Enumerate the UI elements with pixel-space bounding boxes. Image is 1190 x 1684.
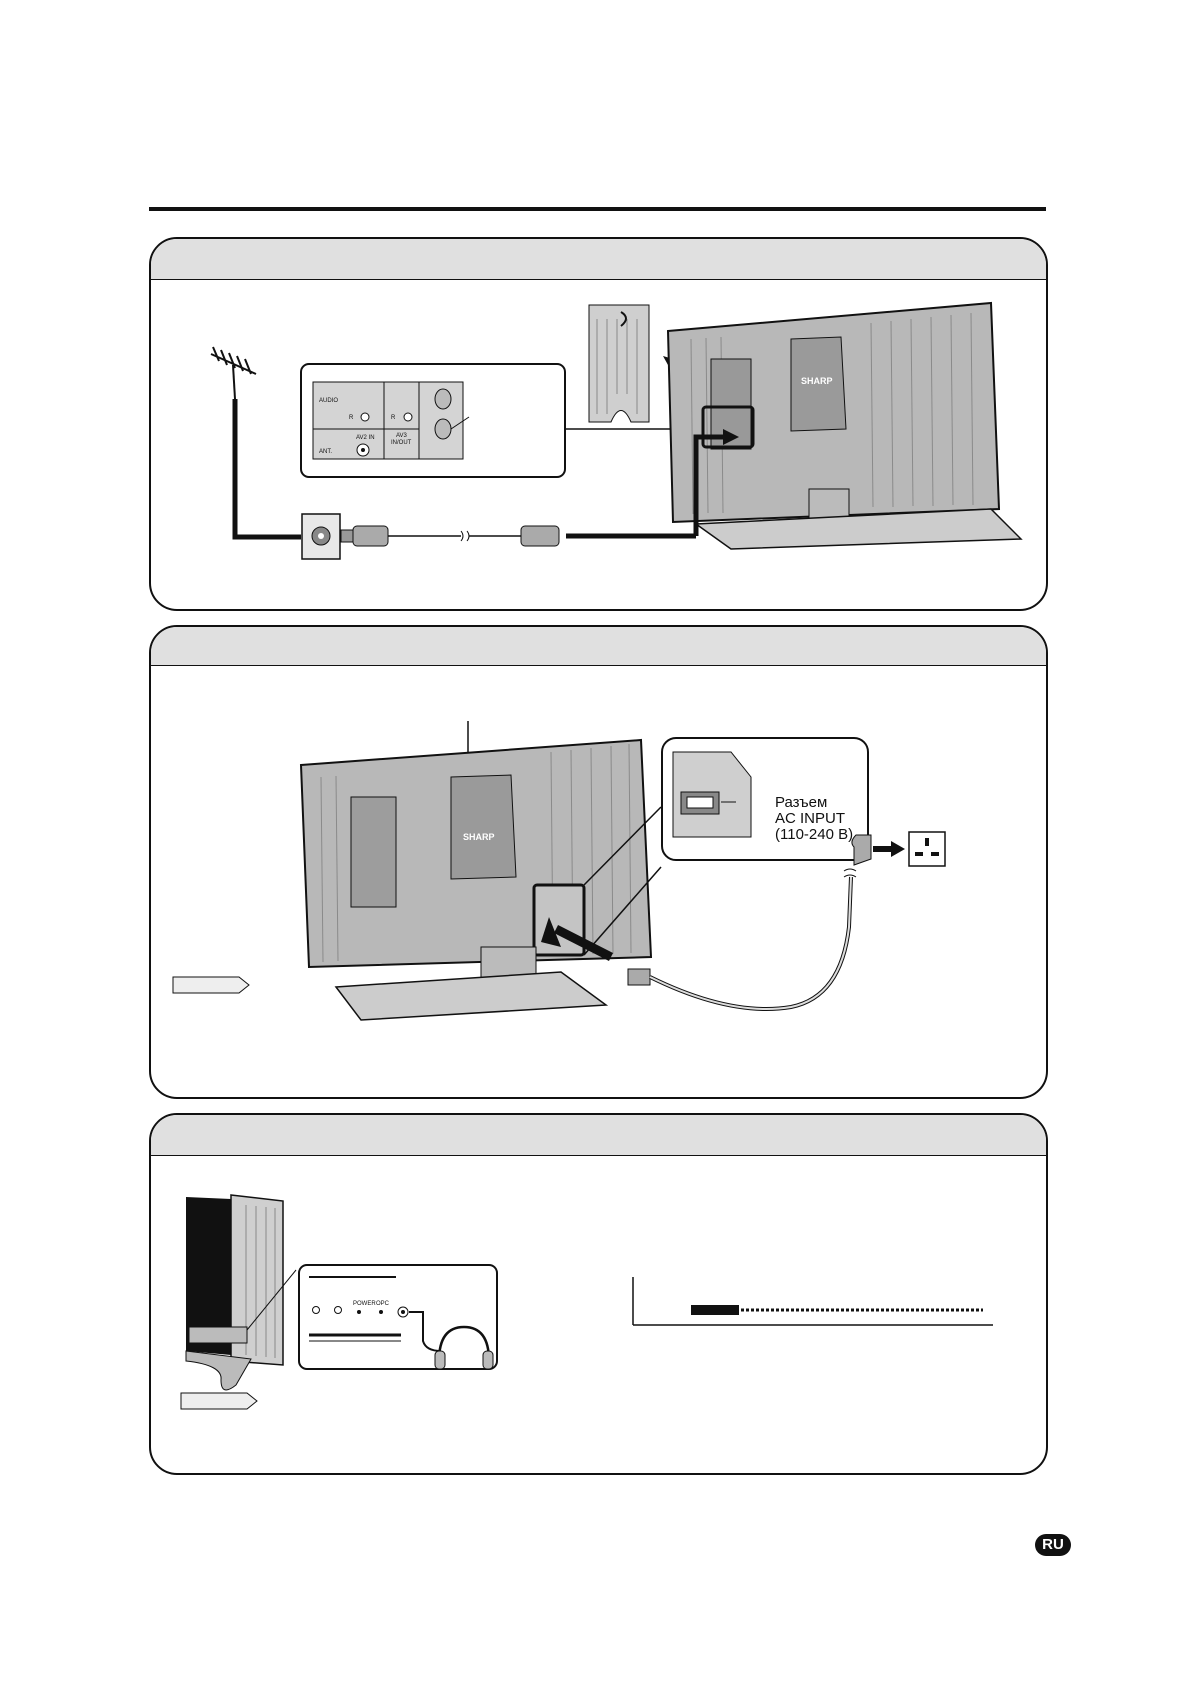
panel-header bbox=[151, 239, 1046, 280]
jack-label-r2: R bbox=[391, 415, 396, 421]
panel-header bbox=[151, 627, 1046, 666]
button-label-power: POWER bbox=[353, 1301, 376, 1307]
jack-label-audio: AUDIO bbox=[319, 398, 338, 404]
front-panel-callout: POWER OPC bbox=[298, 1264, 498, 1370]
button-label-opc: OPC bbox=[376, 1301, 390, 1307]
antenna-icon bbox=[210, 346, 257, 400]
ac-input-label-line1: Разъем bbox=[775, 794, 828, 811]
panel-power-connection: SHARP bbox=[149, 625, 1048, 1099]
ac-input-label-line2: AC INPUT bbox=[775, 810, 846, 827]
jack-label-in-out: IN/OUT bbox=[391, 440, 412, 446]
tv-brand-logo: SHARP bbox=[801, 376, 833, 386]
tv-rear-view: SHARP bbox=[299, 738, 662, 1021]
jack-label-av3: AV3 bbox=[396, 433, 408, 439]
rear-terminal-cover bbox=[588, 304, 697, 423]
power-cord bbox=[627, 831, 946, 1011]
panel-header bbox=[151, 1115, 1046, 1156]
antenna-connection-illustration: AUDIO R R AV2 IN AV3 IN/OUT ANT. bbox=[210, 301, 1023, 560]
tv-brand-logo: SHARP bbox=[463, 832, 495, 842]
coaxial-cable bbox=[340, 525, 560, 547]
jack-label-r1: R bbox=[349, 415, 354, 421]
ac-input-label: Разъем AC INPUT (110-240 В) bbox=[775, 795, 853, 843]
jack-panel-callout: AUDIO R R AV2 IN AV3 IN/OUT ANT. bbox=[300, 363, 741, 478]
language-badge: RU bbox=[1035, 1534, 1071, 1556]
volume-indicator bbox=[632, 1277, 993, 1326]
power-connection-illustration: SHARP bbox=[172, 721, 946, 1021]
jack-label-ant: ANT. bbox=[319, 449, 332, 455]
tv-rear-view: SHARP bbox=[666, 301, 1023, 550]
tv-front-corner bbox=[185, 1194, 297, 1391]
top-rule bbox=[149, 207, 1046, 211]
wall-antenna-socket bbox=[301, 513, 341, 560]
note-tag bbox=[172, 976, 250, 994]
panel-antenna-connection: AUDIO R R AV2 IN AV3 IN/OUT ANT. bbox=[149, 237, 1048, 611]
note-tag bbox=[180, 1392, 258, 1410]
antenna-cable bbox=[232, 399, 301, 540]
ac-input-label-line3: (110-240 В) bbox=[775, 826, 854, 843]
jack-label-av2-in: AV2 IN bbox=[356, 435, 375, 441]
headphones-illustration: POWER OPC bbox=[180, 1194, 993, 1410]
ac-input-callout bbox=[661, 737, 869, 861]
panel-headphones: POWER OPC bbox=[149, 1113, 1048, 1475]
